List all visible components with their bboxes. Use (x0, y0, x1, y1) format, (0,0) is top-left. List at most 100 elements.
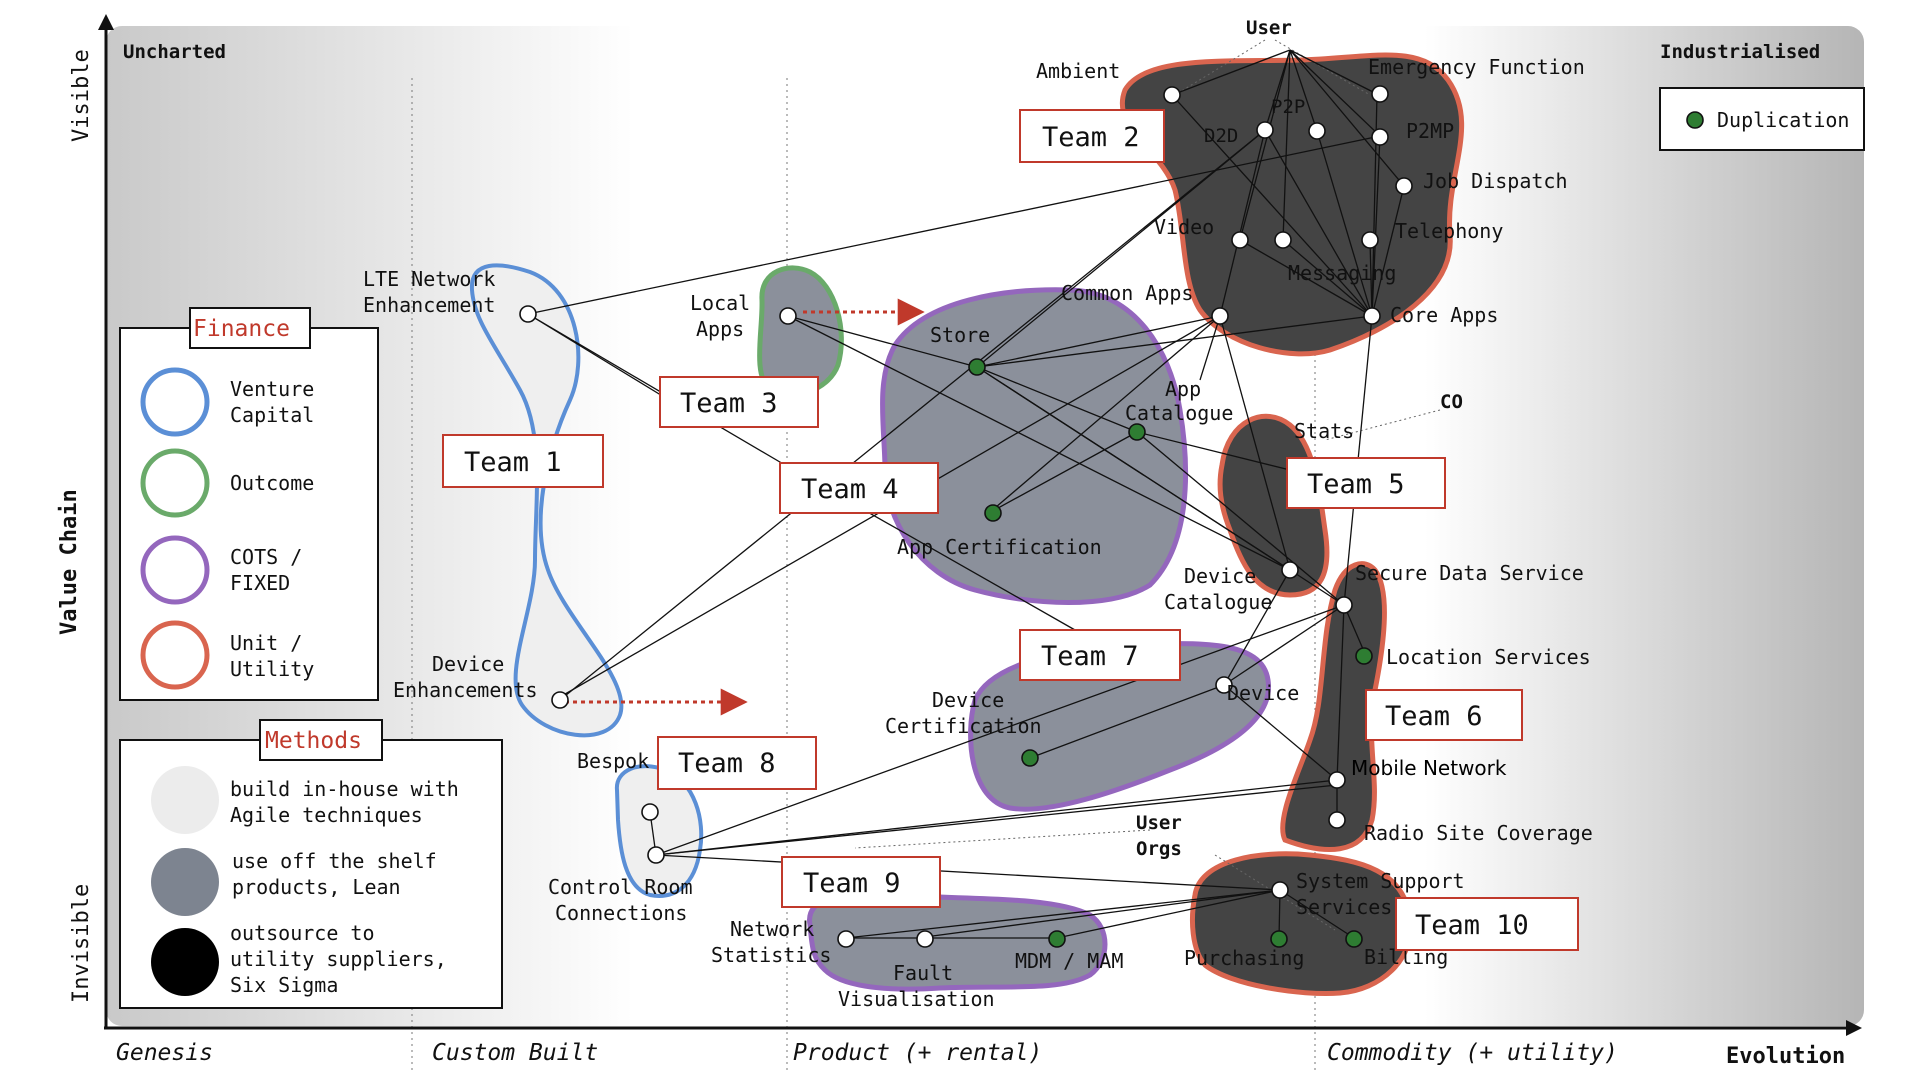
methods-sixsigma-label-1: outsource to (230, 921, 375, 945)
label-fault-1: Fault (893, 961, 953, 985)
node-mdm[interactable] (1048, 930, 1066, 948)
team3-box[interactable] (659, 376, 819, 428)
finance-venture-label-2: Capital (230, 403, 314, 427)
team1-box[interactable] (442, 434, 604, 488)
team2-box[interactable] (1019, 109, 1165, 163)
label-video: Video (1154, 215, 1214, 239)
team8-label: Team 8 (678, 748, 776, 779)
node-emergency-function[interactable] (1371, 85, 1389, 103)
team3-area (757, 265, 844, 398)
finance-legend-title-box (189, 307, 311, 349)
node-messaging[interactable] (1274, 231, 1292, 249)
annotation-user: User (1246, 17, 1292, 39)
label-ambient: Ambient (1036, 59, 1120, 83)
node-p2p[interactable] (1308, 122, 1326, 140)
node-app-catalogue[interactable] (1128, 423, 1146, 441)
y-axis-arrowhead (98, 14, 114, 30)
annotation-user-orgs-1: User (1136, 812, 1182, 834)
label-local-apps-1: Local (690, 291, 750, 315)
team4-box[interactable] (779, 462, 939, 514)
team3-label: Team 3 (680, 388, 778, 419)
finance-venture-swatch (140, 367, 210, 437)
team6-area (1280, 561, 1387, 852)
y-axis-title: Value Chain (57, 489, 82, 635)
node-video[interactable] (1231, 231, 1249, 249)
node-d2d[interactable] (1256, 121, 1274, 139)
label-lte-1: LTE Network (363, 267, 495, 291)
label-p2p: P2P (1271, 96, 1305, 118)
methods-legend-title-box (259, 719, 383, 761)
label-job-dispatch: Job Dispatch (1423, 169, 1568, 193)
corner-industrialised: Industrialised (1660, 41, 1820, 63)
node-local-apps[interactable] (779, 307, 797, 325)
node-bespoke[interactable] (641, 803, 659, 821)
node-ambient[interactable] (1163, 86, 1181, 104)
methods-lean-label-2: products, Lean (232, 875, 401, 899)
label-app-catalogue-2: Catalogue (1125, 401, 1233, 425)
label-radio-site: Radio Site Coverage (1364, 821, 1593, 845)
team5-box[interactable] (1286, 457, 1446, 509)
node-purchasing[interactable] (1270, 930, 1288, 948)
node-telephony[interactable] (1361, 231, 1379, 249)
node-billing[interactable] (1345, 930, 1363, 948)
label-location-services: Location Services (1386, 645, 1591, 669)
label-network-stats-1: Network (730, 917, 814, 941)
team1-label: Team 1 (464, 447, 562, 478)
node-radio-site[interactable] (1328, 811, 1346, 829)
node-mobile-network[interactable] (1328, 771, 1346, 789)
methods-legend-title: Methods (265, 728, 362, 754)
finance-unit-label-1: Unit / (230, 631, 302, 655)
label-d2d: D2D (1204, 125, 1238, 147)
node-device-certification[interactable] (1021, 749, 1039, 767)
team7-box[interactable] (1019, 629, 1181, 681)
team4-label: Team 4 (801, 474, 899, 505)
team-labels: Team 2 Team 1 Team 3 Team 4 Team 5 Team … (442, 109, 1579, 951)
node-app-certification[interactable] (984, 504, 1002, 522)
label-app-catalogue-1: App (1165, 377, 1201, 401)
x-axis-title: Evolution (1726, 1044, 1845, 1069)
node-p2mp[interactable] (1371, 128, 1389, 146)
label-control-room-2: Connections (555, 901, 687, 925)
annotation-user-orgs-2: Orgs (1136, 838, 1182, 860)
node-secure-data[interactable] (1335, 596, 1353, 614)
team10-label: Team 10 (1415, 910, 1529, 941)
team5-label: Team 5 (1307, 469, 1405, 500)
node-control-room[interactable] (647, 846, 665, 864)
node-store[interactable] (968, 358, 986, 376)
node-network-statistics[interactable] (837, 930, 855, 948)
label-fault-2: Visualisation (838, 987, 995, 1011)
finance-outcome-swatch (140, 448, 210, 518)
node-fault-visualisation[interactable] (916, 930, 934, 948)
label-device-certification-1: Device (932, 688, 1004, 712)
stage-genesis: Genesis (116, 1040, 213, 1066)
label-store: Store (930, 323, 990, 347)
node-common-apps[interactable] (1211, 307, 1229, 325)
label-device-enhancements-2: Enhancements (393, 678, 538, 702)
methods-sixsigma-label-2: utility suppliers, (230, 947, 447, 971)
finance-venture-label-1: Venture (230, 377, 314, 401)
methods-agile-label-1: build in-house with (230, 777, 459, 801)
node-system-support[interactable] (1271, 881, 1289, 899)
team8-box[interactable] (657, 736, 817, 790)
label-control-room-1: Control Room (548, 875, 693, 899)
node-device[interactable] (1215, 676, 1233, 694)
team10-box[interactable] (1395, 897, 1579, 951)
node-device-catalogue[interactable] (1281, 561, 1299, 579)
label-network-stats-2: Statistics (711, 943, 831, 967)
label-mdm: MDM / MAM (1015, 949, 1123, 973)
team9-box[interactable] (781, 856, 941, 908)
label-purchasing: Purchasing (1184, 946, 1304, 970)
node-location-services[interactable] (1355, 647, 1373, 665)
team7-label: Team 7 (1041, 641, 1139, 672)
methods-sixsigma-label-3: Six Sigma (230, 973, 338, 997)
team6-box[interactable] (1365, 689, 1523, 741)
node-device-enhancements[interactable] (551, 691, 569, 709)
node-job-dispatch[interactable] (1395, 177, 1413, 195)
node-lte-network[interactable] (519, 305, 537, 323)
label-telephony: Telephony (1395, 219, 1503, 243)
finance-outcome-label: Outcome (230, 471, 314, 495)
component-labels: Ambient Emergency Function P2P D2D P2MP … (363, 55, 1593, 1011)
duplication-legend-label: Duplication (1717, 108, 1849, 132)
node-core-apps[interactable] (1363, 307, 1381, 325)
label-device-catalogue-2: Catalogue (1164, 590, 1272, 614)
